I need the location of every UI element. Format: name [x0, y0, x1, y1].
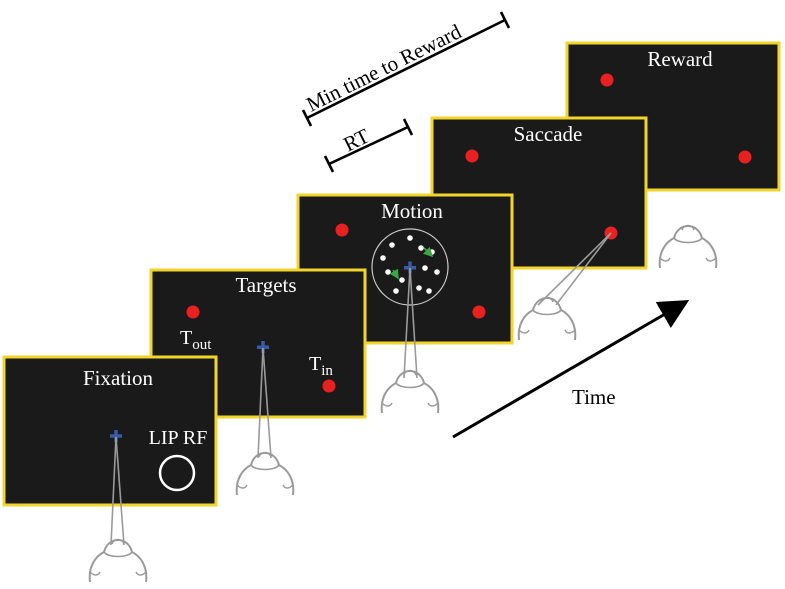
fixation-gaze-lines — [110, 436, 125, 546]
reward-target-dot — [738, 150, 752, 164]
motion-target-dot — [472, 305, 486, 319]
min-time-label: Min time to Reward — [303, 19, 466, 116]
observer-head-icon — [235, 451, 295, 496]
rt-bracket: RT — [323, 118, 414, 173]
saccade-title: Saccade — [514, 122, 583, 146]
saccade-gaze-lines — [537, 232, 612, 306]
fixation-panel: Fixation LIP RF — [2, 355, 218, 507]
time-arrow — [452, 299, 690, 439]
fixation-cross-icon — [110, 430, 122, 442]
targets-gaze-lines — [257, 347, 272, 459]
fixation-screen — [2, 355, 218, 507]
reward-title: Reward — [647, 47, 713, 71]
lip-rf-label: LIP RF — [149, 427, 208, 449]
saccade-target-dot — [465, 149, 479, 163]
observer-head-icon — [517, 296, 577, 341]
rt-label: RT — [340, 124, 374, 157]
motion-dots — [380, 235, 440, 294]
receptive-field-circle — [158, 454, 196, 492]
observer-head-icon — [658, 224, 718, 269]
motion-gaze-lines — [403, 267, 418, 379]
tin-target-dot — [322, 379, 336, 393]
observer-head-icon — [88, 538, 148, 583]
motion-direction-arrow — [422, 246, 434, 258]
reward-target-dot — [600, 73, 614, 87]
observer-head-icon — [380, 369, 440, 414]
targets-title: Targets — [235, 273, 296, 297]
motion-target-dot — [335, 223, 349, 237]
time-label: Time — [572, 385, 616, 409]
motion-title: Motion — [381, 199, 443, 223]
motion-direction-arrow — [389, 268, 399, 280]
fixation-title: Fixation — [83, 366, 154, 390]
min-time-bracket: Min time to Reward — [301, 11, 511, 127]
tout-label: Tout — [180, 327, 212, 353]
tout-target-dot — [186, 305, 200, 319]
fixation-cross-icon — [257, 341, 269, 353]
tin-label: Tin — [309, 353, 333, 379]
motion-aperture — [371, 228, 449, 306]
fixation-cross-icon — [404, 261, 416, 274]
